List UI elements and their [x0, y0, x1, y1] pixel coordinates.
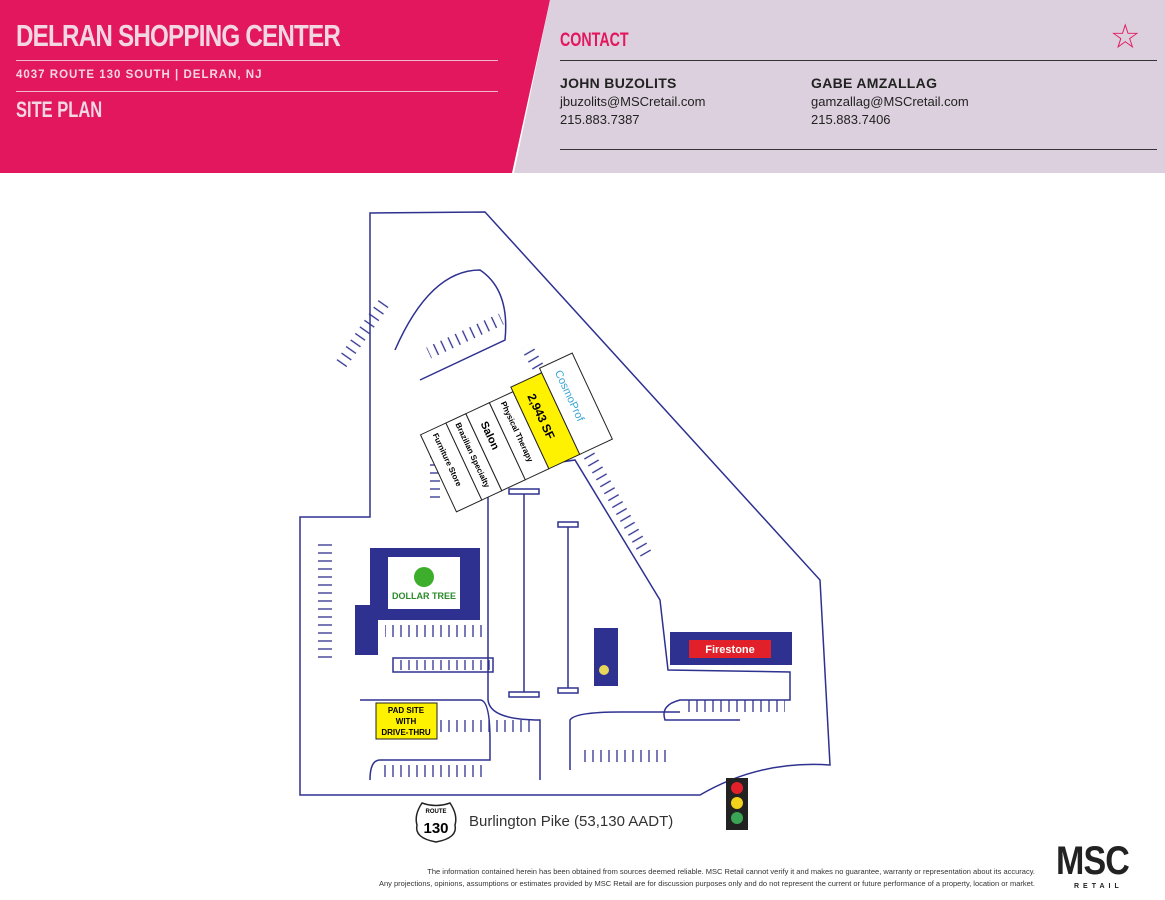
pad-site-label: WITH: [396, 717, 417, 726]
parking-row: [426, 313, 504, 359]
firestone-sign: [689, 640, 771, 658]
msc-logo-sub: RETAIL: [1074, 883, 1123, 890]
divider: [560, 149, 1157, 150]
parking-row: [385, 625, 485, 637]
contact-email[interactable]: jbuzolits@MSCretail.com: [560, 93, 706, 109]
page-title: DELRAN SHOPPING CENTER: [16, 18, 341, 53]
pad-building: [594, 628, 618, 686]
msc-logo: MSC: [1056, 839, 1130, 883]
road-label: Burlington Pike (53,130 AADT): [469, 813, 674, 830]
contact-email[interactable]: gamzallag@MSCretail.com: [811, 93, 969, 109]
contact-panel: [514, 0, 1165, 173]
route-shield-icon: [415, 802, 457, 843]
contact-heading: CONTACT: [560, 30, 629, 51]
parking-row: [380, 765, 485, 777]
contact-card: GABE AMZALLAG gamzallag@MSCretail.com 21…: [811, 74, 969, 130]
disclaimer-line: The information contained herein has bee…: [427, 867, 1035, 876]
contact-card: JOHN BUZOLITS jbuzolits@MSCretail.com 21…: [560, 74, 705, 130]
parking-row: [685, 700, 785, 712]
parking-row: [318, 540, 332, 660]
header-banner: [0, 0, 550, 173]
divider: [16, 91, 498, 92]
property-boundary: [299, 211, 831, 796]
pad-site[interactable]: [375, 702, 438, 740]
parking-row: [335, 296, 391, 369]
traffic-light-icon: [726, 778, 748, 830]
star-icon: ☆: [1110, 18, 1141, 56]
drive-aisle: [487, 459, 791, 721]
firestone-label: Firestone: [705, 644, 755, 656]
route-shield-number: 130: [423, 820, 448, 837]
route-shield-top: ROUTE: [426, 809, 447, 815]
parking-row: [430, 440, 440, 500]
divider: [560, 60, 1157, 61]
parking-row: [580, 750, 670, 762]
tree-icon: [414, 567, 434, 587]
contact-name: JOHN BUZOLITS: [560, 75, 677, 91]
parking-row: [440, 720, 530, 732]
parking-row: [395, 660, 490, 670]
page-subtitle: SITE PLAN: [16, 97, 103, 122]
pad-site-label: DRIVE-THRU: [381, 728, 431, 737]
pad-site-label: PAD SITE: [388, 706, 425, 715]
strip-center: Furniture Store Brazilian Specialty Salo…: [419, 352, 613, 513]
disclaimer-line: Any projections, opinions, assumptions o…: [378, 879, 1035, 888]
contact-phone[interactable]: 215.883.7387: [560, 112, 640, 127]
dollar-tree-label: DOLLAR TREE: [392, 591, 456, 601]
contact-phone[interactable]: 215.883.7406: [811, 112, 891, 127]
contact-name: GABE AMZALLAG: [811, 75, 938, 91]
tenant-logo-icon: [599, 665, 609, 675]
property-address: 4037 ROUTE 130 SOUTH | DELRAN, NJ: [16, 69, 263, 81]
disclaimer: The information contained herein has bee…: [379, 866, 1035, 890]
divider: [16, 60, 498, 61]
